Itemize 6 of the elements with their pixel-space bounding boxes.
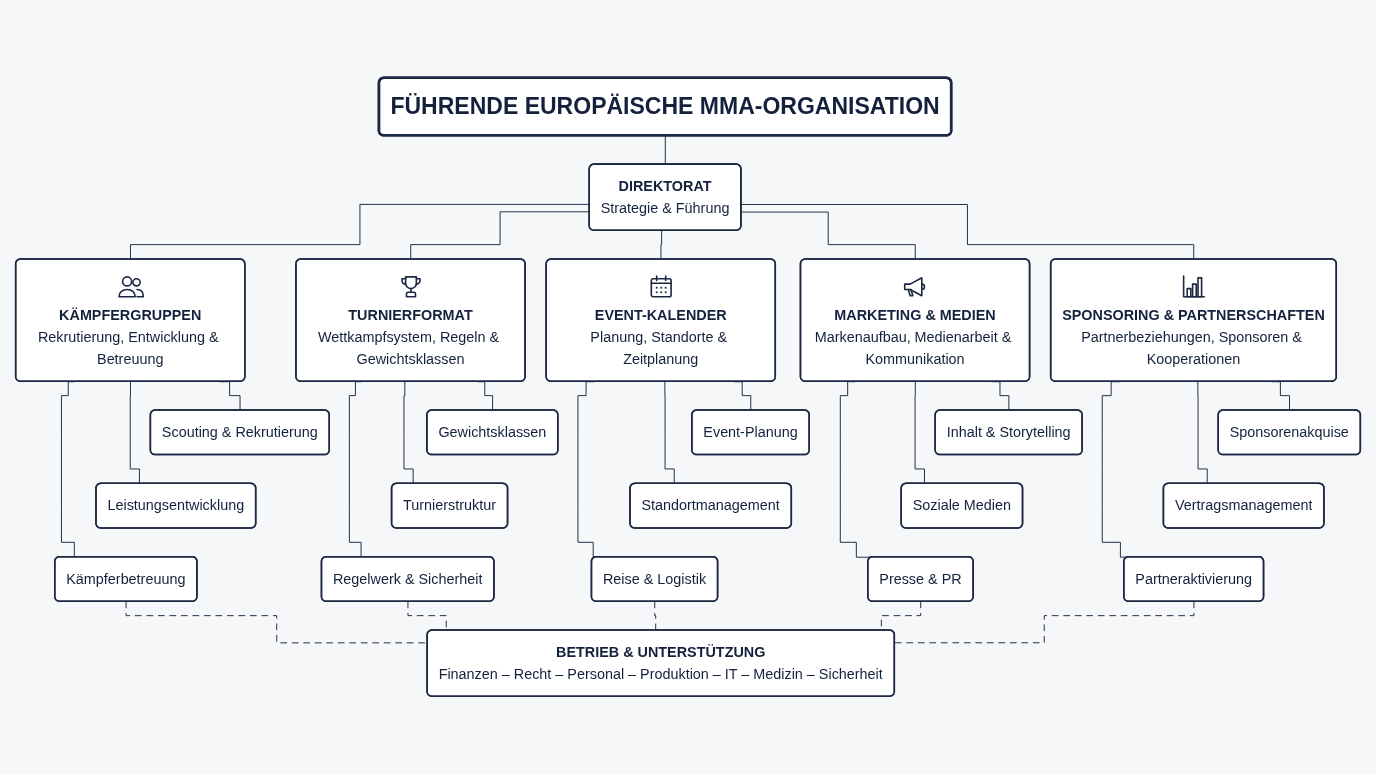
connector	[660, 230, 663, 260]
connector	[664, 135, 666, 166]
connector	[740, 211, 916, 260]
connector	[894, 601, 1195, 644]
connector	[740, 204, 1195, 260]
connector	[654, 601, 658, 631]
